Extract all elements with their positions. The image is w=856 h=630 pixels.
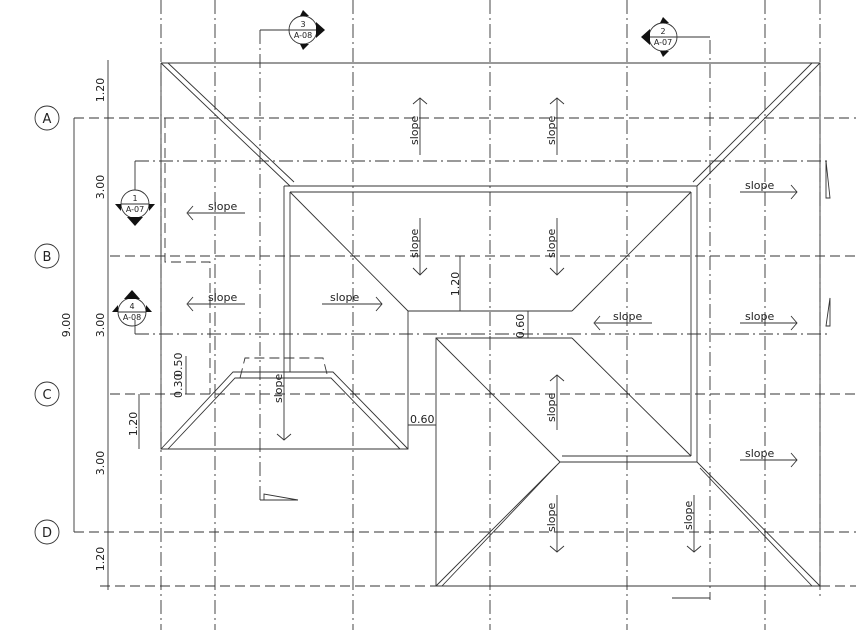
slope-down-2: slope — [545, 495, 565, 553]
grid-label-a: A — [43, 112, 52, 127]
dim-ridge-height: 1.20 — [449, 272, 462, 297]
svg-text:slope: slope — [745, 447, 774, 460]
dim-seg-1: 1.20 — [94, 78, 107, 103]
svg-text:slope: slope — [408, 116, 421, 145]
svg-text:slope: slope — [272, 374, 285, 403]
svg-text:A-07: A-07 — [654, 38, 672, 47]
slope-left-2: slope — [186, 291, 245, 312]
slope-up-3: slope — [545, 374, 565, 430]
svg-text:slope: slope — [208, 200, 237, 213]
grid-horizontals — [74, 117, 856, 587]
slope-down-1: slope — [272, 374, 292, 441]
svg-text:A-08: A-08 — [123, 313, 141, 322]
slope-left-1: slope — [186, 200, 245, 221]
slope-down-3: slope — [682, 495, 702, 553]
grid-label-d: D — [42, 526, 52, 541]
svg-text:4: 4 — [129, 302, 134, 311]
slope-up-2: slope — [545, 97, 565, 155]
dim-small-1: 0.30 — [172, 374, 185, 399]
grid-label-c: C — [42, 388, 51, 403]
dim-small-2: 0.50 — [172, 353, 185, 378]
svg-text:slope: slope — [545, 503, 558, 532]
svg-text:slope: slope — [682, 501, 695, 530]
slope-both-1: slope — [408, 218, 428, 276]
slope-left-3: slope — [593, 310, 652, 331]
svg-text:slope: slope — [545, 393, 558, 422]
grid-label-b: B — [43, 250, 52, 265]
svg-text:slope: slope — [613, 310, 642, 323]
dim-overall: 9.00 — [60, 313, 73, 338]
svg-text:slope: slope — [545, 116, 558, 145]
svg-text:2: 2 — [660, 27, 665, 36]
slope-right-2: slope — [740, 179, 798, 200]
svg-text:1: 1 — [132, 194, 137, 203]
svg-text:slope: slope — [408, 229, 421, 258]
slope-right-4: slope — [740, 447, 798, 468]
grid-bubbles: A B C D — [34, 105, 60, 545]
svg-text:slope: slope — [745, 310, 774, 323]
dimension-lines — [73, 60, 529, 590]
dim-seg-5: 1.20 — [94, 547, 107, 572]
section-marker-2: 2 A-07 — [641, 17, 710, 57]
dim-seg-4: 3.00 — [94, 451, 107, 476]
svg-text:slope: slope — [745, 179, 774, 192]
section-marker-3: 3 A-08 — [260, 10, 325, 50]
roof-outline — [160, 62, 821, 587]
section-marker-4: 4 A-08 — [112, 290, 152, 327]
svg-text:A-07: A-07 — [126, 205, 144, 214]
slope-right-1: slope — [322, 291, 383, 312]
dim-offset-b: 0.60 — [410, 413, 435, 426]
svg-text:slope: slope — [545, 229, 558, 258]
slope-arrows: slope slope slope slope slope slope slop… — [186, 97, 798, 553]
slope-up-1: slope — [408, 97, 428, 155]
slope-both-2: slope — [545, 218, 565, 276]
section-marker-1: 1 A-07 — [115, 189, 155, 226]
dim-offset-a: 0.60 — [514, 314, 527, 339]
svg-text:A-08: A-08 — [294, 31, 312, 40]
svg-text:slope: slope — [208, 291, 237, 304]
svg-text:3: 3 — [300, 20, 305, 29]
dim-seg-2: 3.00 — [94, 175, 107, 200]
slope-right-3: slope — [740, 310, 798, 331]
dim-small-3: 1.20 — [127, 412, 140, 437]
dim-seg-3: 3.00 — [94, 313, 107, 338]
svg-text:slope: slope — [330, 291, 359, 304]
dimension-texts: 9.00 1.20 3.00 3.00 3.00 1.20 0.30 0.50 … — [60, 78, 527, 572]
